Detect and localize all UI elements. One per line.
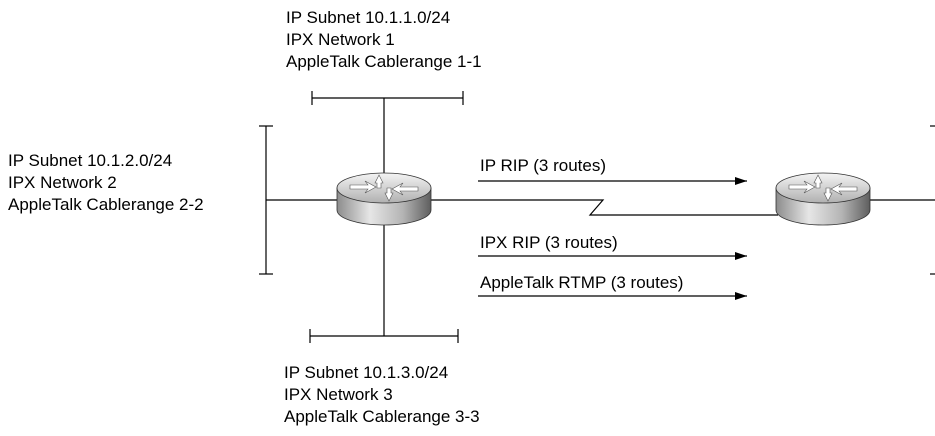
top-network-labels: IP Subnet 10.1.1.0/24 IPX Network 1 Appl… (286, 7, 482, 73)
network-label: IP Subnet 10.1.2.0/24 (8, 151, 173, 170)
serial-link (430, 199, 778, 216)
top-segment (311, 91, 464, 182)
network-label: AppleTalk Cablerange 1-1 (286, 52, 482, 71)
network-label: AppleTalk Cablerange 3-3 (284, 407, 480, 426)
network-label: IPX Network 1 (286, 30, 395, 49)
bottom-segment (309, 222, 459, 343)
network-label: IP Subnet 10.1.1.0/24 (286, 8, 451, 27)
left-network-labels: IP Subnet 10.1.2.0/24 IPX Network 2 Appl… (8, 150, 204, 216)
network-label: AppleTalk Cablerange 2-2 (8, 195, 204, 214)
ipx-rip-label: IPX RIP (3 routes) (480, 233, 618, 252)
right-segment (870, 125, 935, 275)
network-label: IP Subnet 10.1.3.0/24 (284, 363, 449, 382)
bottom-network-labels: IP Subnet 10.1.3.0/24 IPX Network 3 Appl… (284, 362, 480, 428)
appletalk-rtmp-label: AppleTalk RTMP (3 routes) (480, 273, 684, 292)
router-icon (775, 172, 871, 226)
network-label: IPX Network 2 (8, 173, 117, 192)
router-icon (336, 172, 432, 226)
left-segment (259, 125, 339, 275)
network-label: IPX Network 3 (284, 385, 393, 404)
ip-rip-label: IP RIP (3 routes) (480, 156, 606, 175)
